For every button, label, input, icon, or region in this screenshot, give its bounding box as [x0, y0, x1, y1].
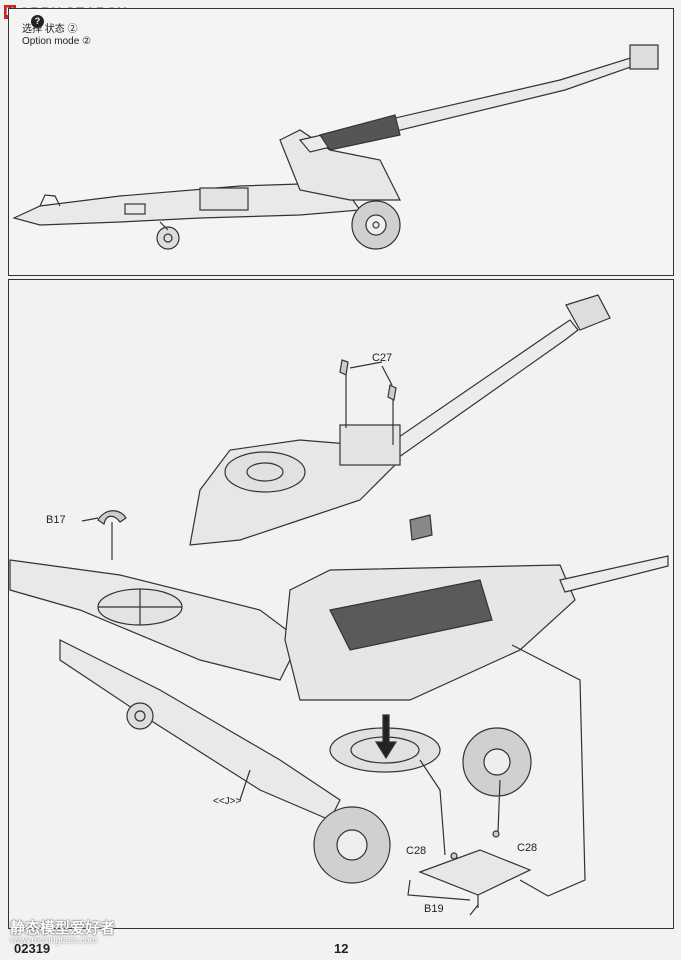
site-watermark: 静态模型爱好者 — [10, 920, 116, 937]
part-label-c27: C27 — [372, 352, 393, 364]
option-mode-en: Option mode ② — [22, 36, 91, 47]
step-panel-main — [8, 279, 674, 929]
page-number: 12 — [334, 941, 349, 956]
option-mode-label: 选择 状态 ② Option mode ② — [22, 24, 91, 48]
howitzer-upper-assembly — [189, 294, 611, 546]
reference-label-j: <<J>> — [213, 796, 242, 807]
kit-code: 02319 — [14, 941, 51, 956]
option-icon: ? — [31, 15, 44, 28]
site-watermark-url: www.moxingfans.com — [10, 935, 98, 945]
option-mode-cn: 选择 状态 ② — [22, 24, 78, 35]
part-label-b17: B17 — [46, 514, 66, 526]
part-label-b19: B19 — [424, 903, 444, 915]
howitzer-side-view — [12, 44, 659, 250]
part-label-c28-right: C28 — [517, 842, 538, 854]
howitzer-lower-assembly — [9, 361, 669, 916]
part-label-c28-left: C28 — [406, 845, 427, 857]
